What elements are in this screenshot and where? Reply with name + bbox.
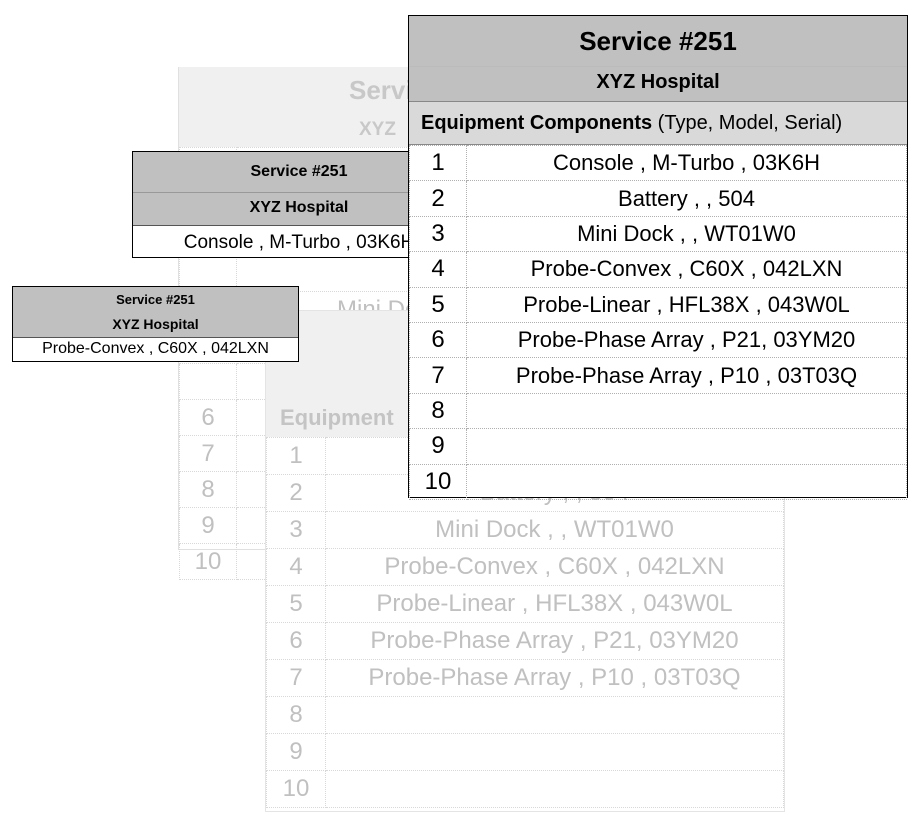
row-number: 1 — [266, 437, 326, 475]
label-card-probe-convex: Service #251 XYZ Hospital Probe-Convex ,… — [12, 286, 299, 362]
row-number: 8 — [179, 471, 237, 508]
row-number: 6 — [179, 399, 237, 436]
row-item: Probe-Convex , C60X , 042LXN — [466, 251, 907, 288]
row-number: 10 — [409, 463, 467, 500]
row-item — [325, 770, 784, 808]
row-item: Probe-Convex , C60X , 042LXN — [325, 548, 784, 586]
card-component-value: Console , M-Turbo , 03K6H — [133, 225, 465, 259]
row-number: 2 — [266, 474, 326, 512]
card-title: Service #251 — [13, 287, 298, 313]
row-number: 3 — [409, 215, 467, 253]
row-item: Mini Dock , , WT01W0 — [466, 215, 907, 253]
row-number: 8 — [266, 696, 326, 734]
row-number: 1 — [409, 144, 467, 182]
sheet-hospital: XYZ Hospital — [409, 67, 907, 102]
equipment-header-bold: Equipment Components — [421, 112, 653, 134]
row-item: Mini Dock , , WT01W0 — [325, 511, 784, 549]
row-number: 3 — [266, 511, 326, 549]
row-item: Probe-Linear , HFL38X , 043W0L — [466, 286, 907, 323]
row-item: Probe-Linear , HFL38X , 043W0L — [325, 585, 784, 623]
table-row: 9 — [266, 733, 784, 771]
row-item — [325, 696, 784, 734]
service-sheet-main: Service #251 XYZ Hospital Equipment Comp… — [408, 15, 908, 500]
table-row: 8 — [266, 696, 784, 734]
row-number: 6 — [409, 321, 467, 359]
row-number: 5 — [409, 286, 467, 323]
card-hospital: XYZ Hospital — [13, 313, 298, 337]
equipment-components-header: Equipment Components (Type, Model, Seria… — [409, 102, 907, 145]
row-item — [466, 392, 907, 430]
row-number: 7 — [266, 659, 326, 697]
row-item — [466, 463, 907, 500]
row-item: Battery , , 504 — [466, 180, 907, 217]
row-item: Console , M-Turbo , 03K6H — [466, 144, 907, 182]
row-item: Probe-Phase Array , P21, 03YM20 — [325, 622, 784, 660]
table-row: 10 — [409, 463, 907, 500]
row-item: Probe-Phase Array , P10 , 03T03Q — [466, 357, 907, 394]
row-number: 4 — [266, 548, 326, 586]
row-item — [325, 733, 784, 771]
card-component-value: Probe-Convex , C60X , 042LXN — [13, 337, 298, 361]
table-row: 8 — [409, 392, 907, 430]
row-number: 7 — [179, 435, 237, 472]
row-item: Probe-Phase Array , P21, 03YM20 — [466, 321, 907, 359]
row-number: 9 — [266, 733, 326, 771]
row-number: 9 — [409, 428, 467, 465]
row-item: Probe-Phase Array , P10 , 03T03Q — [325, 659, 784, 697]
row-number: 8 — [409, 392, 467, 430]
row-number: 2 — [409, 180, 467, 217]
row-number: 6 — [266, 622, 326, 660]
equipment-header-detail: (Type, Model, Serial) — [652, 112, 843, 134]
row-number: 10 — [266, 770, 326, 808]
table-row: 9 — [409, 428, 907, 465]
row-item — [466, 428, 907, 465]
row-number: 10 — [179, 543, 237, 580]
row-number: 9 — [179, 507, 237, 544]
row-number: 5 — [266, 585, 326, 623]
sheet-title: Service #251 — [409, 16, 907, 67]
row-number: 7 — [409, 357, 467, 394]
table-row: 10 — [266, 770, 784, 808]
row-number: 4 — [409, 251, 467, 288]
